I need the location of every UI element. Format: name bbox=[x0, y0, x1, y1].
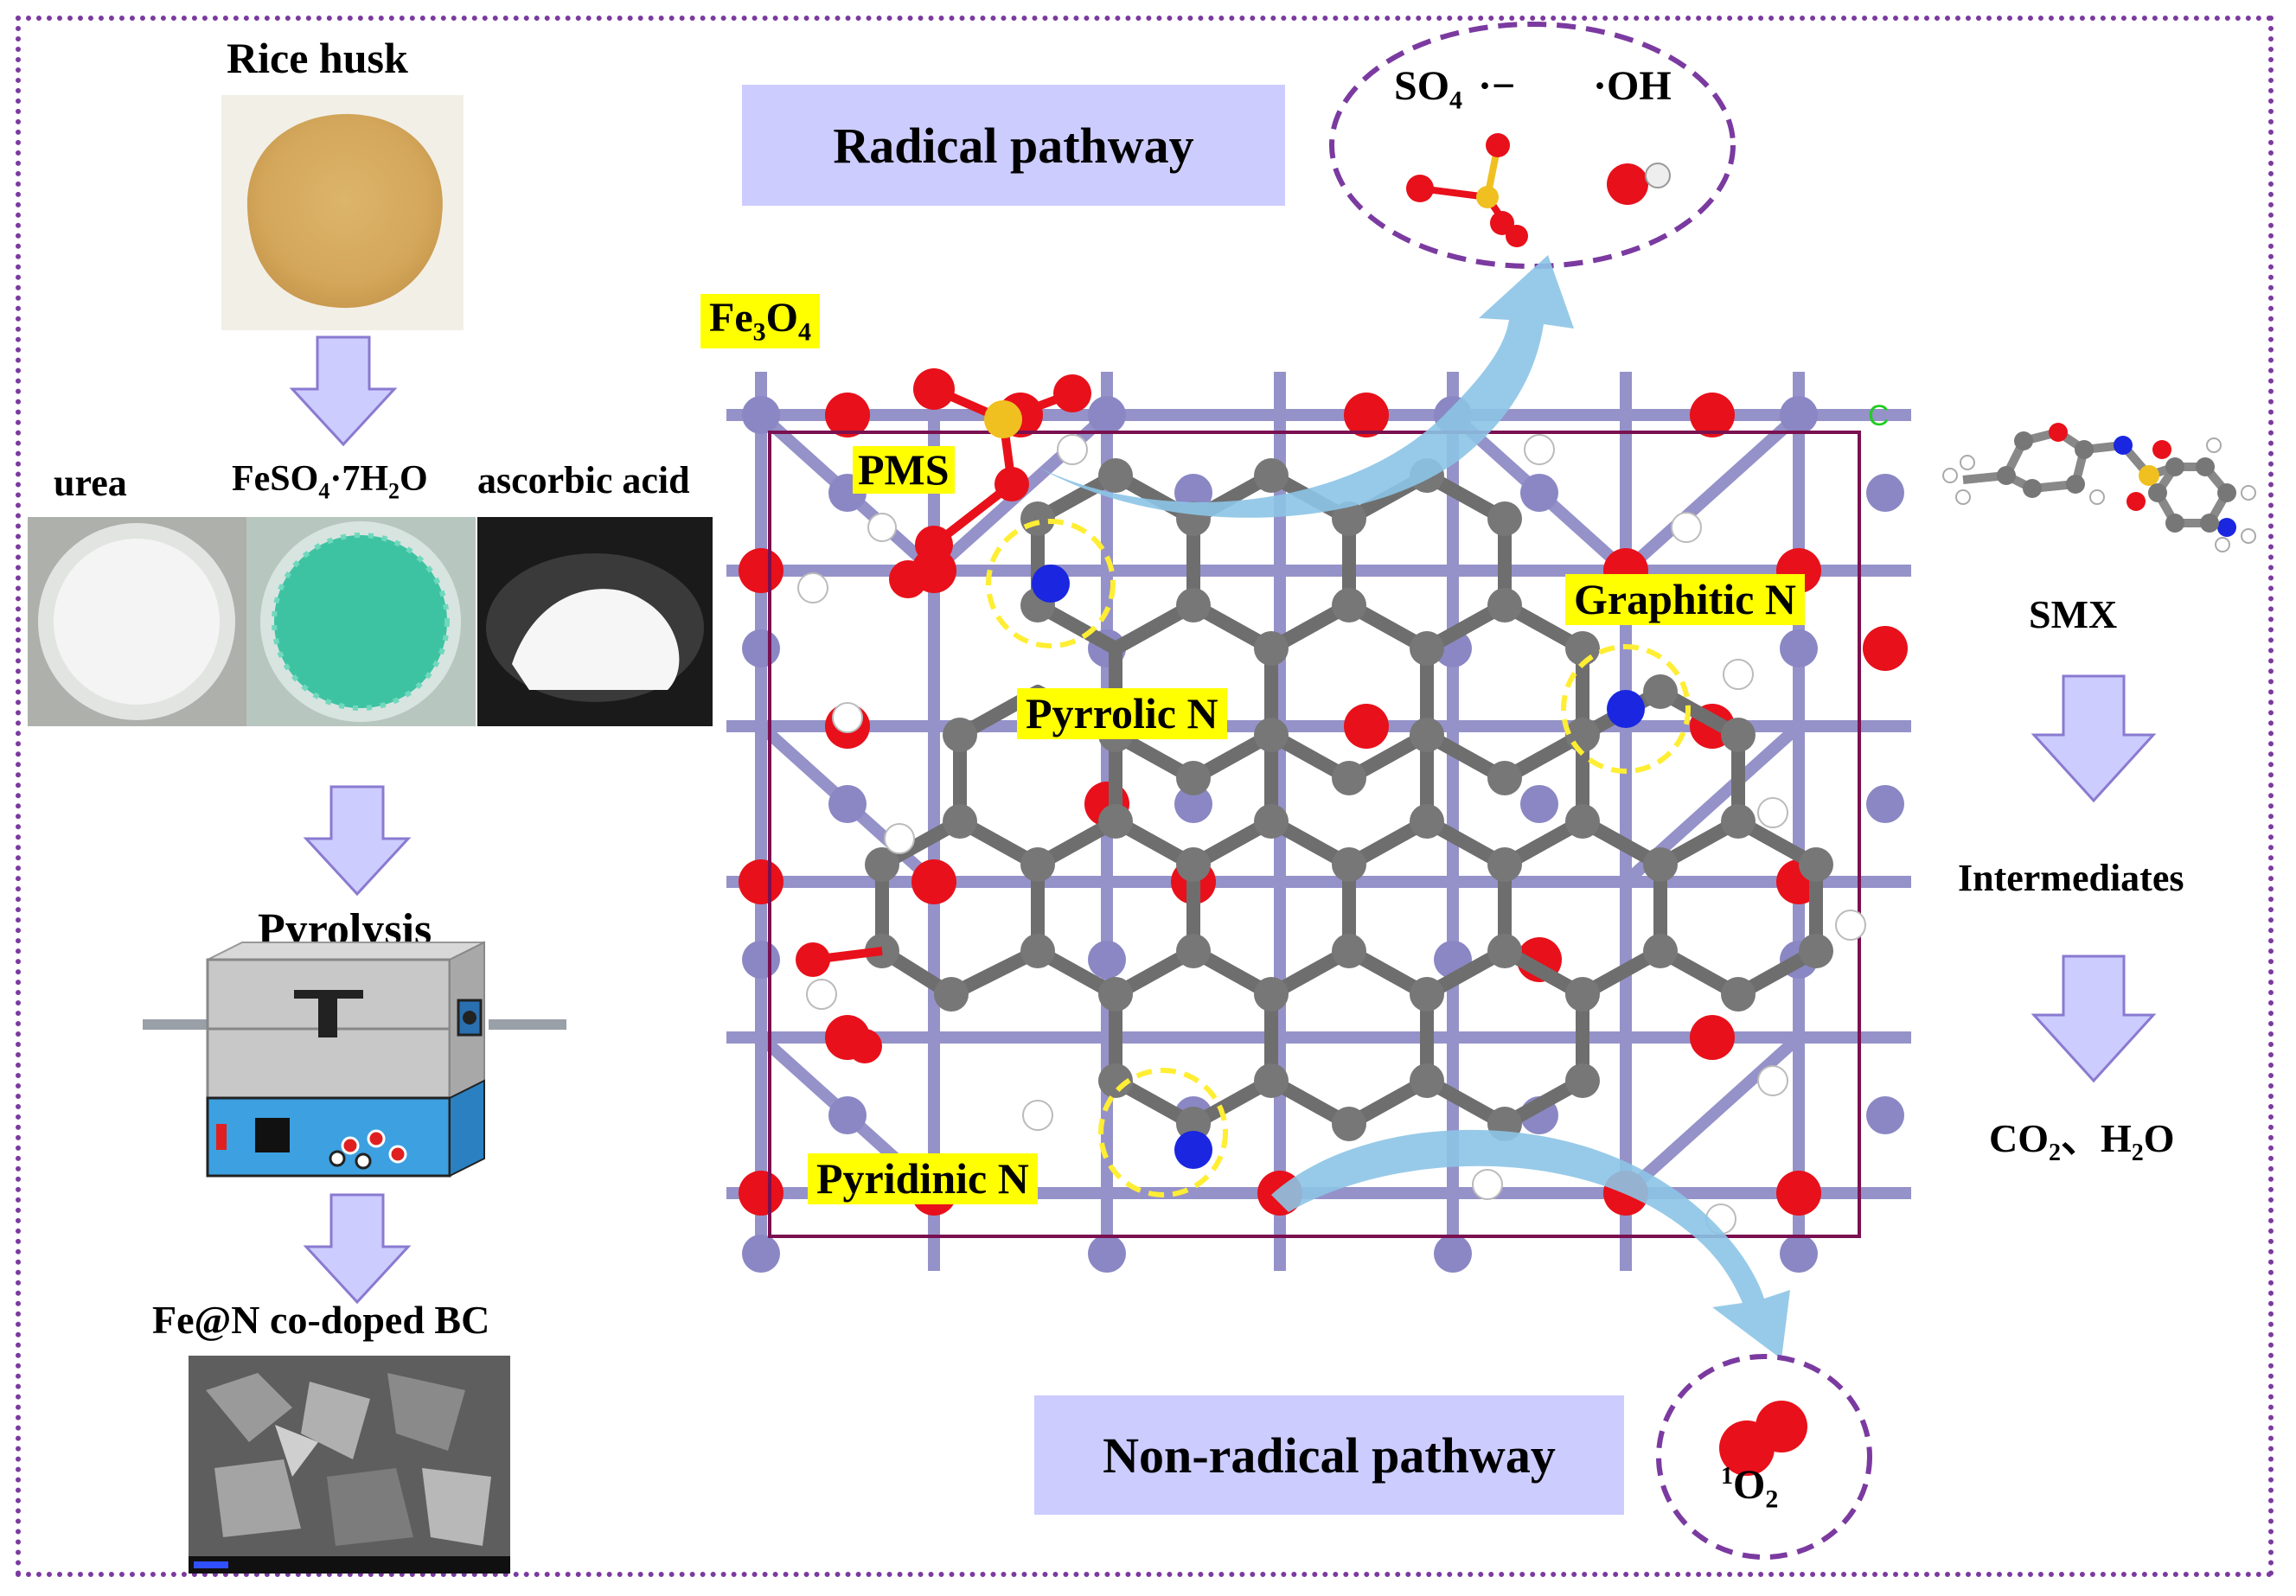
down-arrow-5 bbox=[2031, 954, 2157, 1083]
rice-husk-photo bbox=[221, 95, 464, 330]
down-arrow-1 bbox=[289, 335, 398, 447]
rice-husk-label: Rice husk bbox=[227, 34, 408, 82]
down-arrow-4 bbox=[2031, 674, 2157, 803]
feso4-label: FeSO4·7H2O bbox=[232, 459, 428, 504]
non-radical-curve-arrow bbox=[1271, 1129, 1790, 1359]
final-products-label: CO2、H2O bbox=[1989, 1116, 2175, 1167]
pms-label: PMS bbox=[853, 446, 955, 494]
pyridinic-n-label: Pyridinic N bbox=[808, 1153, 1038, 1204]
furnace-icon bbox=[143, 941, 566, 1178]
ascorbic-acid-label: ascorbic acid bbox=[477, 459, 690, 501]
intermediates-label: Intermediates bbox=[1958, 857, 2184, 899]
radical-species-ellipse bbox=[1329, 22, 1736, 269]
radical-curve-arrow bbox=[1038, 255, 1574, 518]
pyrrolic-n-label: Pyrrolic N bbox=[1017, 688, 1227, 739]
hydroxyl-radical-label: ·OH bbox=[1593, 63, 1672, 109]
urea-label: urea bbox=[54, 462, 127, 504]
ascorbic-acid-photo bbox=[477, 517, 713, 726]
down-arrow-3 bbox=[303, 1193, 412, 1305]
singlet-oxygen-label: 1O2 bbox=[1721, 1462, 1779, 1514]
dotted-border bbox=[16, 16, 2274, 1577]
fe3o4-label: Fe3O4 bbox=[700, 294, 820, 348]
sulfate-radical-label: SO4·− bbox=[1394, 63, 1516, 115]
sem-image bbox=[189, 1356, 510, 1574]
smx-molecule bbox=[1942, 423, 2256, 552]
radical-pathway-box: Radical pathway bbox=[742, 85, 1285, 206]
down-arrow-2 bbox=[303, 785, 412, 897]
product-label: Fe@N co-doped BC bbox=[152, 1298, 490, 1342]
urea-photo bbox=[28, 517, 246, 726]
singlet-oxygen-ellipse bbox=[1656, 1354, 1872, 1560]
smx-label: SMX bbox=[2029, 592, 2118, 636]
non-radical-pathway-box: Non-radical pathway bbox=[1034, 1395, 1624, 1515]
cell-corner-label: C bbox=[1868, 399, 1890, 432]
graphitic-n-label: Graphitic N bbox=[1565, 574, 1805, 625]
feso4-photo bbox=[246, 517, 476, 726]
